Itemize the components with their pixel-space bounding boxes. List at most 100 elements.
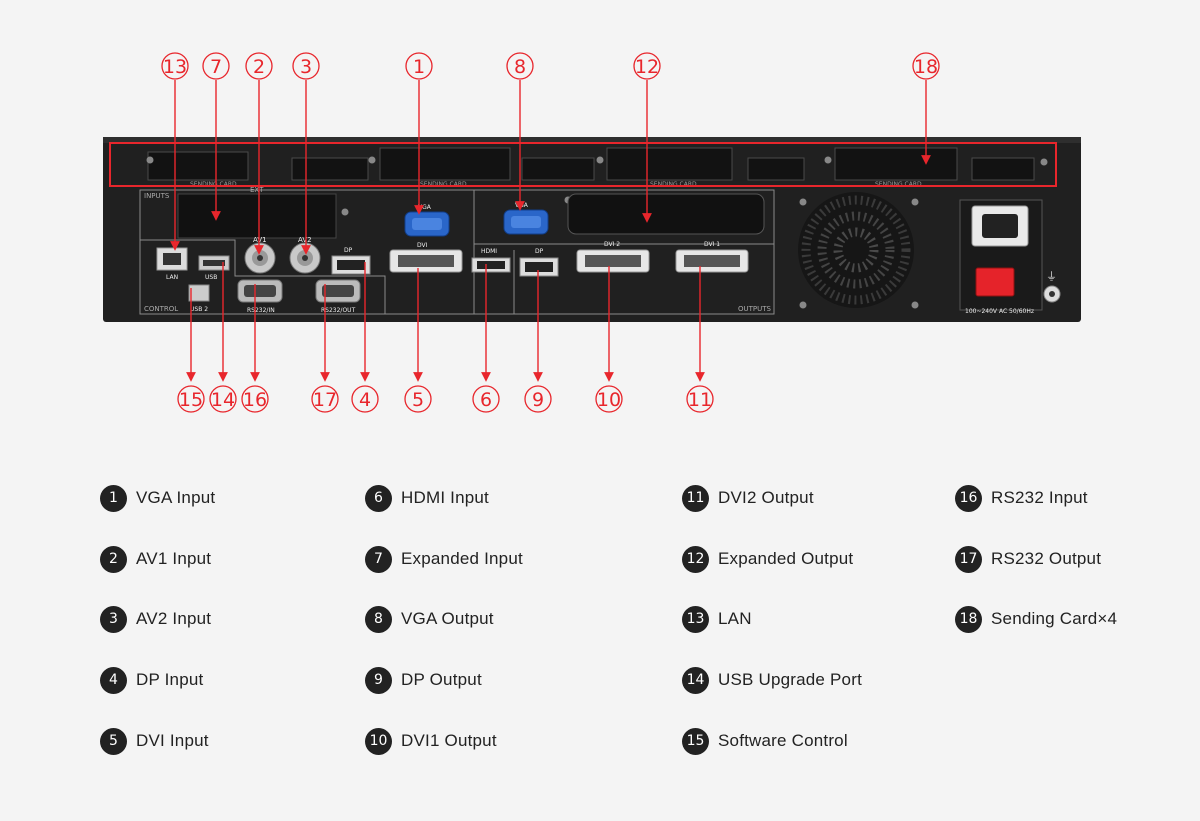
legend-number: 12 (682, 545, 709, 573)
callout-circle (177, 385, 205, 413)
legend-item: 12 Expanded Output (682, 545, 853, 573)
legend-label: Software Control (718, 731, 848, 750)
dvi2-label: DVI 2 (604, 241, 620, 248)
callout-number: 10 (597, 389, 621, 411)
legend-label: DP Output (401, 670, 482, 689)
av2-port (289, 242, 321, 274)
legend-label: LAN (718, 609, 752, 628)
legend-label: RS232 Output (991, 549, 1102, 568)
callout-number: 3 (300, 56, 312, 78)
legend-number: 15 (682, 727, 709, 755)
legend-item: 7 Expanded Input (365, 545, 523, 573)
callout-circle (311, 385, 339, 413)
legend-label: DVI1 Output (401, 731, 497, 750)
callout-circle (202, 52, 230, 80)
callout-number: 11 (688, 389, 712, 411)
legend-number: 11 (682, 484, 709, 512)
legend-number: 2 (100, 545, 127, 573)
dp-out-label: DP (535, 248, 544, 255)
legend-number: 9 (365, 666, 392, 694)
callout-circle (686, 385, 714, 413)
legend-label: DVI Input (136, 731, 209, 750)
legend-item: 1 VGA Input (100, 484, 215, 512)
outputs-label: OUTPUTS (738, 305, 772, 313)
legend-item: 14 USB Upgrade Port (682, 666, 862, 694)
legend-label: HDMI Input (401, 488, 489, 507)
control-label: CONTROL (144, 305, 178, 313)
legend-item: 5 DVI Input (100, 727, 209, 755)
dvi-in-label: DVI (417, 242, 428, 249)
legend-item: 17 RS232 Output (955, 545, 1101, 573)
av1-label: AV1 (253, 236, 267, 244)
legend-number: 17 (955, 545, 982, 573)
callout-circle (595, 385, 623, 413)
lan-label: LAN (166, 274, 178, 281)
usb2-label: USB 2 (190, 306, 208, 313)
device-rear-panel-diagram: SENDING CARD SENDING CARD SENDING CARD S… (103, 52, 1081, 413)
legend-label: DP Input (136, 670, 204, 689)
usb2-port (188, 284, 210, 302)
callout-circle (912, 52, 940, 80)
callout-number: 4 (359, 389, 371, 411)
callout-number: 2 (253, 56, 265, 78)
legend-label: USB Upgrade Port (718, 670, 862, 689)
legend-label: Expanded Output (718, 549, 854, 568)
legend-label: VGA Input (136, 488, 216, 507)
legend-label: AV2 Input (136, 609, 212, 628)
inputs-label: INPUTS (144, 192, 170, 200)
legend-item: 9 DP Output (365, 666, 482, 694)
legend-label: Expanded Input (401, 549, 523, 568)
legend-number: 5 (100, 727, 127, 755)
legend-number: 14 (682, 666, 709, 694)
callout-circle (209, 385, 237, 413)
callout-number: 6 (480, 389, 492, 411)
rs232-out-label: RS232/OUT (321, 307, 356, 314)
callout-number: 14 (211, 389, 235, 411)
callout-number: 17 (313, 389, 337, 411)
callout-circle (405, 52, 433, 80)
power-label: 100~240V AC 50/60Hz (965, 308, 1034, 315)
legend-label: RS232 Input (991, 488, 1088, 507)
sending-card-slots (147, 147, 1035, 181)
sending-card-label: SENDING CARD (650, 181, 697, 188)
legend-number: 1 (100, 484, 127, 512)
sending-card-label: SENDING CARD (420, 181, 467, 188)
fan-grille (798, 192, 914, 308)
callout-circle (404, 385, 432, 413)
callout-circle (292, 52, 320, 80)
callout-circle (472, 385, 500, 413)
legend-number: 7 (365, 545, 392, 573)
power-switch (975, 267, 1015, 297)
legend-number: 3 (100, 605, 127, 633)
callout-circle (633, 52, 661, 80)
rs232-in-label: RS232/IN (247, 307, 275, 314)
vga-out-label: VGA (515, 202, 529, 209)
sending-card-label: SENDING CARD (190, 181, 237, 188)
legend-number: 16 (955, 484, 982, 512)
callout-number: 8 (514, 56, 526, 78)
av1-port (244, 242, 276, 274)
dp-in-label: DP (344, 247, 353, 254)
usb-label: USB (205, 274, 217, 281)
callout-circle (506, 52, 534, 80)
legend-label: Sending Card×4 (991, 609, 1118, 628)
ground-icon: ⏚ (1046, 270, 1057, 283)
callout-number: 7 (210, 56, 222, 78)
callout-number: 5 (412, 389, 424, 411)
legend-item: 15 Software Control (682, 727, 848, 755)
legend-item: 3 AV2 Input (100, 605, 211, 633)
panel-outlines (139, 189, 775, 315)
callout-circle (351, 385, 379, 413)
dvi1-label: DVI 1 (704, 241, 720, 248)
callout-number: 18 (914, 56, 938, 78)
callout-number: 15 (179, 389, 203, 411)
